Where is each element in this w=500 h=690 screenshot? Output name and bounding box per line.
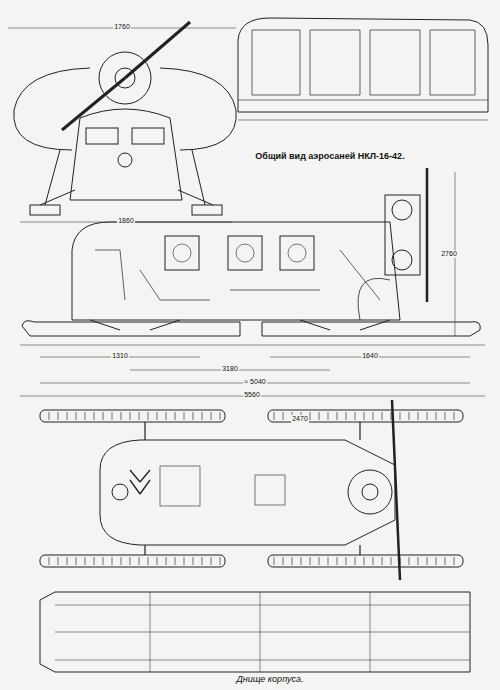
dimension-label: 2760	[440, 250, 458, 258]
hull-bottom-view	[40, 592, 470, 672]
dimension-label: 1760	[113, 23, 131, 31]
dimension-label: 1640	[361, 352, 379, 360]
dimension-label: 2470	[291, 415, 309, 423]
drawing-title: Общий вид аэросаней НКЛ-16-42.	[254, 152, 405, 162]
side-view	[20, 168, 485, 345]
hull-profile	[238, 18, 488, 120]
dimension-label: ≈ 5040	[243, 378, 266, 386]
dimension-label: 3180	[221, 365, 239, 373]
top-view	[40, 400, 463, 580]
drawing-caption: Днище корпуса.	[235, 675, 304, 685]
front-view	[8, 22, 236, 222]
dimension-label: 1860	[117, 217, 135, 225]
dimension-label: 5560	[243, 391, 261, 399]
dimension-label: 1310	[111, 352, 129, 360]
